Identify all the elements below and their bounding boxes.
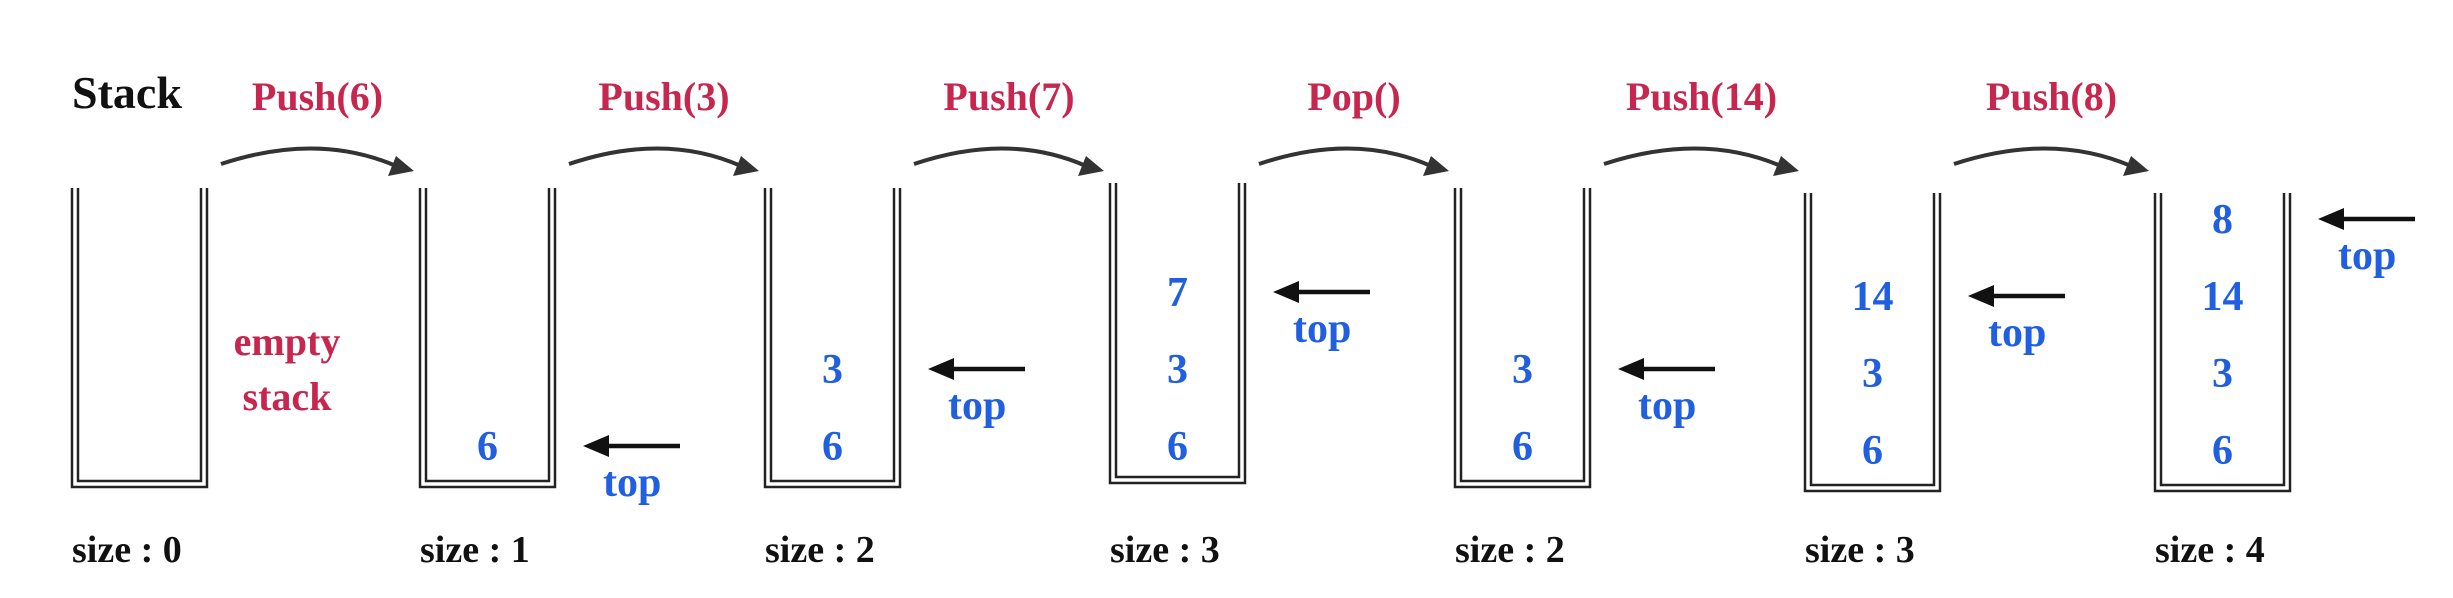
stack-value: 6 — [1167, 424, 1188, 470]
operation-label: Push(6) — [252, 74, 383, 119]
size-label: size : 4 — [2155, 529, 2265, 571]
stack-value: 3 — [822, 347, 843, 393]
operation-label: Pop() — [1307, 74, 1400, 119]
stack-container — [2153, 193, 2292, 493]
size-label: size : 3 — [1110, 529, 1220, 571]
operation-5: Push(8) — [1953, 74, 2149, 176]
stack-value: 6 — [822, 424, 843, 470]
arrowhead-right-icon — [2123, 156, 2149, 176]
stack-2: 6 3 size : 2 top — [763, 188, 1025, 571]
top-label: top — [1293, 306, 1351, 352]
transition-curve — [1953, 146, 2132, 168]
operation-1: Push(3) — [568, 74, 759, 176]
size-label: size : 1 — [420, 529, 530, 571]
stack-value: 3 — [1167, 347, 1188, 393]
top-pointer: top — [928, 358, 1025, 429]
transition-curve — [913, 146, 1087, 168]
stack-6: 6 3 14 8 size : 4 top — [2153, 193, 2415, 571]
transition-curve — [1258, 146, 1432, 168]
top-pointer: top — [1273, 281, 1370, 352]
stacks-layer: size : 0 6 size : 1 top 6 3 size : 2 top 6 3 7 size… — [70, 183, 2415, 571]
arrowhead-left-icon — [2318, 208, 2344, 230]
stack-value: 8 — [2212, 197, 2233, 243]
top-pointer: top — [1618, 358, 1715, 429]
operation-0: Push(6) — [220, 74, 414, 176]
stack-4: 6 3 size : 2 top — [1453, 188, 1715, 571]
top-pointer: top — [583, 435, 680, 506]
stack-value: 3 — [1862, 351, 1883, 397]
stack-5: 6 3 14 size : 3 top — [1803, 193, 2065, 571]
stack-container — [763, 188, 902, 489]
arrowhead-left-icon — [583, 435, 609, 457]
size-label: size : 0 — [72, 529, 182, 571]
stack-container — [70, 188, 209, 489]
operations-layer: Push(6) Push(3) Push(7) Pop() Push(14) Push(8… — [220, 74, 2149, 176]
stack-value: 6 — [2212, 428, 2233, 474]
top-label: top — [1638, 383, 1696, 429]
stack-container — [1453, 188, 1592, 489]
stack-1: 6 size : 1 top — [418, 188, 680, 571]
arrowhead-right-icon — [733, 156, 759, 176]
operation-label: Push(14) — [1626, 74, 1777, 119]
empty-stack-label-line2: stack — [243, 374, 333, 419]
operation-3: Pop() — [1258, 74, 1449, 176]
transition-curve — [568, 146, 742, 168]
operation-4: Push(14) — [1603, 74, 1799, 176]
stack-value: 14 — [1852, 274, 1894, 320]
stack-0: size : 0 — [70, 188, 209, 571]
diagram-title: Stack — [72, 67, 182, 118]
stack-container — [418, 188, 557, 489]
top-pointer: top — [1968, 285, 2065, 356]
stack-container — [1803, 193, 1942, 493]
stack-3: 6 3 7 size : 3 top — [1108, 183, 1370, 571]
operation-label: Push(8) — [1986, 74, 2117, 119]
stack-value: 6 — [1512, 424, 1533, 470]
operation-label: Push(7) — [943, 74, 1074, 119]
stack-value: 7 — [1167, 270, 1188, 316]
size-label: size : 2 — [765, 529, 875, 571]
arrowhead-right-icon — [1423, 156, 1449, 176]
stack-container — [1108, 183, 1247, 485]
operation-label: Push(3) — [598, 74, 729, 119]
top-pointer: top — [2318, 208, 2415, 279]
arrowhead-left-icon — [1968, 285, 1994, 307]
empty-stack-label-line1: empty — [234, 319, 341, 364]
arrowhead-left-icon — [928, 358, 954, 380]
operation-2: Push(7) — [913, 74, 1104, 176]
arrowhead-right-icon — [388, 156, 414, 176]
arrowhead-left-icon — [1618, 358, 1644, 380]
stack-value: 14 — [2202, 274, 2244, 320]
top-label: top — [603, 460, 661, 506]
arrowhead-left-icon — [1273, 281, 1299, 303]
size-label: size : 3 — [1805, 529, 1915, 571]
stack-value: 3 — [2212, 351, 2233, 397]
arrowhead-right-icon — [1078, 156, 1104, 176]
transition-curve — [1603, 146, 1782, 168]
stack-value: 3 — [1512, 347, 1533, 393]
size-label: size : 2 — [1455, 529, 1565, 571]
arrowhead-right-icon — [1773, 156, 1799, 176]
top-label: top — [948, 383, 1006, 429]
top-label: top — [2338, 233, 2396, 279]
transition-curve — [220, 146, 397, 168]
top-label: top — [1988, 310, 2046, 356]
stack-value: 6 — [1862, 428, 1883, 474]
stack-value: 6 — [477, 424, 498, 470]
